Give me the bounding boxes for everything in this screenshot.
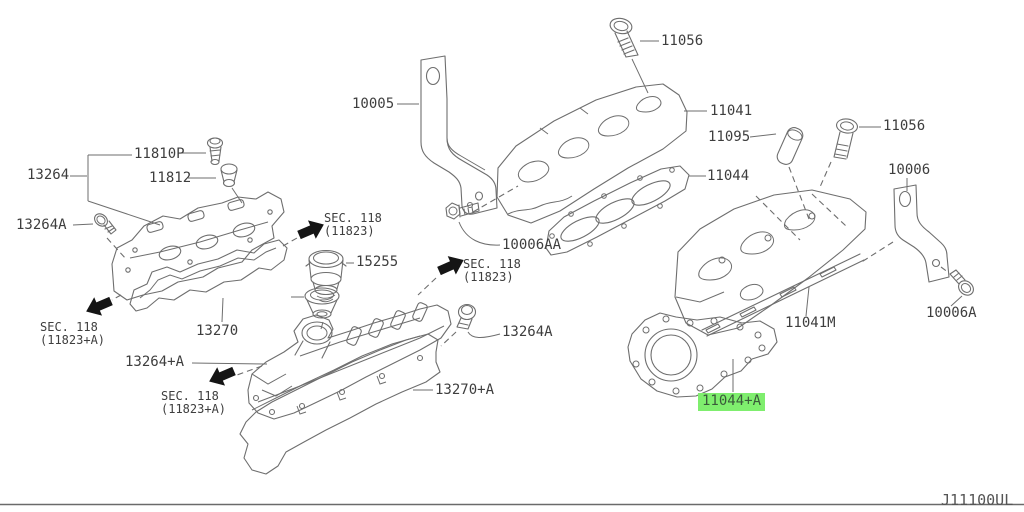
front-valve-cover-art: [111, 191, 285, 301]
misc-leader-lines: [191, 297, 433, 391]
bolt-11056-right-art: [819, 118, 881, 188]
bolt-13264a-left-art: [94, 213, 127, 260]
sec-ref-118-11823a-left: SEC. 118 (11823+A): [40, 321, 105, 347]
front-gasket-art: [129, 239, 288, 312]
part-label-13264a-right[interactable]: 13264A: [502, 324, 553, 340]
bolt-13264a-right-art: [440, 303, 501, 347]
part-label-10005[interactable]: 10005: [352, 96, 395, 112]
part-label-13264[interactable]: 13264: [27, 167, 70, 183]
bolt-10006aa-art: [445, 202, 501, 246]
sec-ref-number: (11823+A): [161, 402, 227, 416]
part-label-11041[interactable]: 11041: [710, 103, 753, 119]
part-label-11056-top[interactable]: 11056: [661, 33, 704, 49]
part-label-13270-plus-a[interactable]: 13270+A: [435, 382, 495, 398]
cylinder-head-11041m-art: [674, 189, 867, 337]
sec-ref-title: SEC. 118: [40, 320, 98, 334]
bolt-11056-top-art: [609, 17, 659, 94]
part-label-11041m[interactable]: 11041M: [785, 315, 836, 331]
sec-ref-title: SEC. 118: [463, 257, 521, 271]
part-label-15255[interactable]: 15255: [356, 254, 399, 270]
head-gasket-11044a-art: [627, 312, 778, 398]
dowel-11095-art: [749, 127, 810, 220]
part-label-13264-plus-a[interactable]: 13264+A: [125, 354, 185, 370]
rear-valve-cover-art: [247, 302, 452, 420]
part-label-11095[interactable]: 11095: [708, 129, 751, 145]
sec-ref-number: (11823): [324, 224, 375, 238]
cylinder-head-11041-art: [496, 83, 707, 224]
sec-ref-number: (11823): [463, 270, 514, 284]
sec-ref-title: SEC. 118: [161, 389, 219, 403]
part-label-11812[interactable]: 11812: [149, 170, 192, 186]
bracket-10005-art: [397, 55, 519, 215]
oil-cap-art: [305, 249, 354, 303]
sec-ref-118-11823-left: SEC. 118 (11823): [324, 212, 382, 238]
part-label-10006[interactable]: 10006: [888, 162, 931, 178]
head-gasket-11044-art: [545, 165, 706, 256]
bolt-10006a-art: [940, 266, 974, 307]
bracket-10006-art: [859, 178, 950, 283]
part-label-11056-right[interactable]: 11056: [883, 118, 926, 134]
spark-plug-parts-art: [206, 137, 243, 204]
part-label-13264a-left[interactable]: 13264A: [16, 217, 67, 233]
sec-ref-number: (11823+A): [40, 333, 106, 347]
rear-gasket-art: [239, 333, 441, 475]
filler-ring-art: [291, 287, 340, 330]
part-label-10006aa[interactable]: 10006AA: [502, 237, 562, 253]
part-label-11044[interactable]: 11044: [707, 168, 750, 184]
leader-lines-left: [70, 152, 216, 226]
drawing-code: J11100UL: [941, 491, 1014, 509]
sec-ref-118-11823a-right: SEC. 118 (11823+A): [161, 390, 226, 416]
sec-ref-title: SEC. 118: [324, 211, 382, 225]
part-label-11044-plus-a-highlighted[interactable]: 11044+A: [698, 393, 766, 411]
part-label-11810p[interactable]: 11810P: [134, 146, 185, 162]
part-label-10006a[interactable]: 10006A: [926, 305, 977, 321]
part-label-13270[interactable]: 13270: [196, 323, 239, 339]
sec-ref-118-11823-right: SEC. 118 (11823): [463, 258, 521, 284]
sec-ref-arrows: [86, 220, 464, 386]
